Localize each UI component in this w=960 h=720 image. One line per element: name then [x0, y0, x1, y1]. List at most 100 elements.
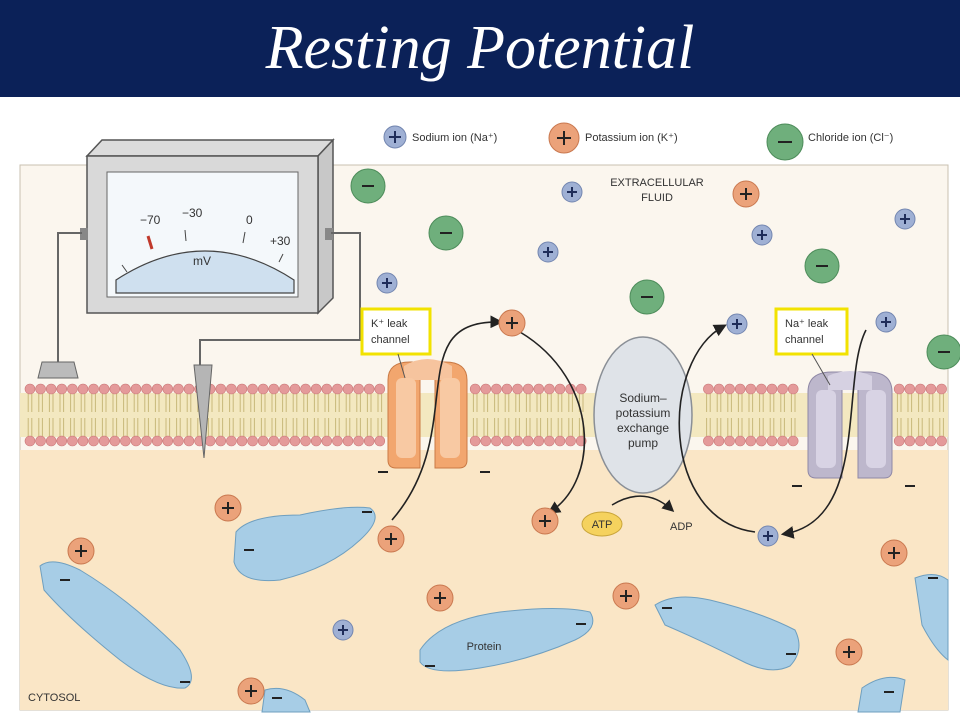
phospholipid-head — [162, 383, 174, 395]
phospholipid-head — [713, 435, 725, 447]
phospholipid-head — [713, 383, 725, 395]
phospholipid-head — [756, 383, 767, 395]
phospholipid-head — [45, 435, 57, 447]
phospholipid-head — [501, 383, 513, 395]
phospholipid-head — [533, 435, 545, 447]
phospholipid-head — [67, 383, 78, 395]
phospholipid-head — [353, 435, 364, 447]
phospholipid-head — [173, 435, 184, 447]
legend-potassium-label: Potassium ion (K⁺) — [585, 132, 678, 144]
chloride-ion — [350, 168, 386, 204]
sodium-ion — [376, 272, 398, 294]
cytosol-label: CYTOSOL — [28, 692, 80, 704]
meter-tick-label: +30 — [270, 234, 291, 248]
phospholipid-head — [480, 383, 492, 395]
phospholipid-head — [925, 435, 937, 447]
potassium-ion — [835, 638, 863, 666]
chloride-ion — [926, 334, 960, 370]
phospholipid-head — [120, 435, 131, 447]
phospholipid-head — [936, 435, 947, 447]
sodium-ion — [332, 619, 354, 641]
potassium-ion — [531, 507, 559, 535]
phospholipid-head — [226, 435, 237, 447]
phospholipid-head — [88, 383, 99, 395]
phospholipid-head — [469, 383, 481, 395]
cell-membrane — [20, 383, 948, 447]
meter-tick-label: −30 — [182, 206, 203, 220]
meter-tick-label: 0 — [246, 213, 253, 227]
phospholipid-head — [215, 435, 227, 447]
phospholipid-head — [787, 435, 799, 447]
pump-label: pump — [628, 436, 658, 450]
phospholipid-head — [734, 383, 746, 395]
phospholipid-head — [141, 435, 152, 447]
phospholipid-head — [183, 383, 195, 395]
phospholipid-head — [268, 435, 280, 447]
phospholipid-head — [777, 383, 788, 395]
legend-sodium-label: Sodium ion (Na⁺) — [412, 132, 497, 144]
phospholipid-head — [756, 435, 767, 447]
microelectrode — [193, 364, 213, 459]
phospholipid-head — [257, 435, 269, 447]
phospholipid-head — [565, 435, 576, 447]
phospholipid-head — [300, 435, 311, 447]
phospholipid-head — [289, 435, 301, 447]
potassium-ion — [426, 584, 454, 612]
na-leak-channel — [807, 371, 893, 479]
legend-chloride: Chloride ion (Cl⁻) — [766, 123, 893, 161]
phospholipid-head — [77, 435, 89, 447]
legend: Sodium ion (Na⁺) Potassium ion (K⁺) Chlo… — [383, 122, 893, 161]
phospholipid-head — [925, 383, 937, 395]
na-channel-label: channel — [785, 334, 824, 346]
transport-arrows — [391, 315, 867, 539]
phospholipid-head — [703, 435, 714, 447]
sodium-ion — [757, 525, 779, 547]
phospholipid-head — [236, 435, 248, 447]
legend-potassium: Potassium ion (K⁺) — [548, 122, 678, 154]
phospholipid-head — [289, 383, 301, 395]
phospholipid-head — [777, 435, 788, 447]
phospholipid-head — [257, 383, 269, 395]
protein-label: Protein — [467, 641, 502, 653]
phospholipid-head — [544, 435, 555, 447]
pump-label: exchange — [617, 421, 669, 435]
meter-needle — [146, 235, 154, 250]
phospholipid-head — [279, 435, 290, 447]
phospholipid-head — [480, 435, 492, 447]
phospholipid-head — [98, 435, 110, 447]
page-title: Resting Potential — [265, 14, 695, 82]
phospholipid-head — [893, 383, 905, 395]
k-channel-callout: K⁺ leak channel — [360, 307, 432, 379]
phospholipid-head — [130, 435, 142, 447]
phospholipid-head — [374, 435, 386, 447]
title-banner: Resting Potential — [0, 0, 960, 97]
phospholipid-head — [342, 435, 354, 447]
k-channel-label: channel — [371, 334, 410, 346]
potassium-ion — [612, 582, 640, 610]
atp-label: ATP — [592, 519, 613, 531]
legend-sodium: Sodium ion (Na⁺) — [383, 125, 497, 149]
k-channel-label: K⁺ leak — [371, 318, 408, 330]
phospholipid-head — [522, 383, 534, 395]
sodium-ion — [537, 241, 559, 263]
potassium-ion — [237, 677, 265, 705]
phospholipid-head — [300, 383, 311, 395]
atp-adp: ATP ADP — [581, 495, 693, 537]
phospholipid-head — [88, 435, 99, 447]
phospholipid-head — [77, 383, 89, 395]
chloride-ion — [804, 248, 840, 284]
phospholipid-head — [268, 383, 280, 395]
phospholipid-head — [554, 435, 566, 447]
phospholipid-head — [56, 383, 68, 395]
phospholipid-head — [501, 435, 513, 447]
phospholipid-head — [24, 383, 36, 395]
phospholipid-head — [247, 383, 258, 395]
sodium-ion — [751, 224, 773, 246]
phospholipid-head — [363, 435, 375, 447]
phospholipid-head — [787, 383, 799, 395]
phospholipid-head — [724, 383, 735, 395]
ions — [67, 168, 960, 705]
chloride-ion — [428, 215, 464, 251]
phospholipid-head — [310, 383, 322, 395]
phospholipid-head — [130, 383, 142, 395]
